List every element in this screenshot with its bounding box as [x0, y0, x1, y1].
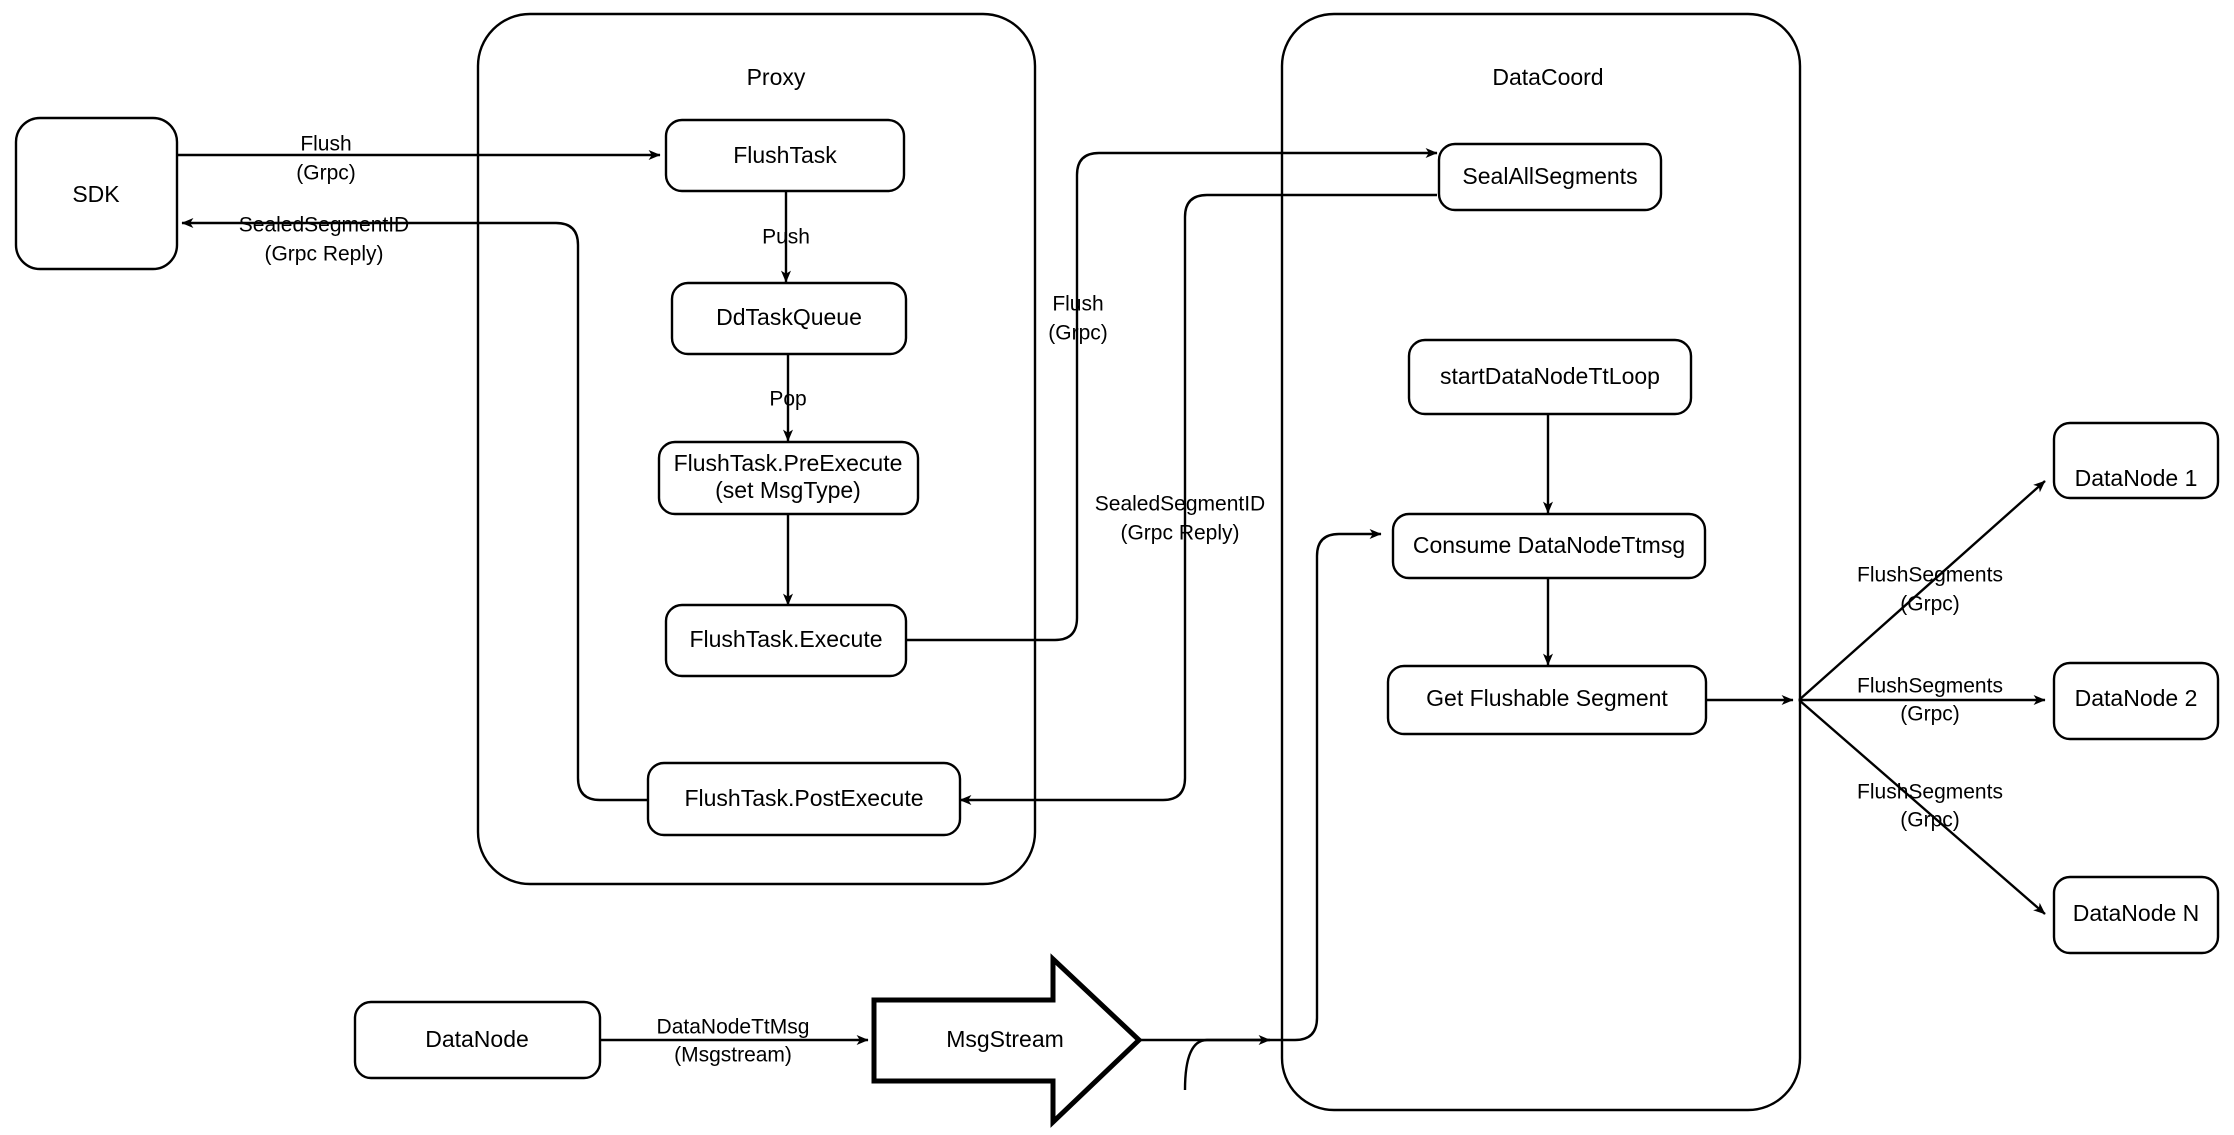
postexecute-box[interactable]	[646, 761, 962, 837]
sealallsegments-box[interactable]	[1437, 142, 1663, 212]
edge-label-flushsegments-n-line1: FlushSegments	[1857, 781, 2003, 804]
edge-label-proxy-reply-line1: SealedSegmentID	[1095, 493, 1265, 516]
flushtask-label: FlushTask	[733, 142, 837, 168]
sealallsegments-label: SealAllSegments	[1462, 163, 1637, 189]
startdatanodettloop-label: startDataNodeTtLoop	[1440, 363, 1660, 389]
node-dd-task-queue[interactable]: DdTaskQueue	[670, 281, 908, 356]
datanoden-box[interactable]	[2052, 875, 2220, 955]
edge-sealallsegments-to-postexecute	[959, 193, 1437, 805]
datacoord-group-label: DataCoord	[1492, 64, 1603, 90]
preexecute-box[interactable]	[657, 440, 920, 516]
startdatanodettloop-box[interactable]	[1407, 338, 1693, 416]
preexecute-label-line1: FlushTask.PreExecute	[674, 450, 903, 476]
node-get-flushable-segment[interactable]: Get Flushable Segment	[1386, 664, 1708, 736]
node-post-execute[interactable]: FlushTask.PostExecute	[646, 761, 962, 837]
datanode1-label: DataNode 1	[2075, 465, 2198, 491]
sdk-box[interactable]	[14, 116, 179, 271]
consumedatanodettmsg-label: Consume DataNodeTtmsg	[1413, 532, 1685, 558]
edge-label-sdk-reply-line1: SealedSegmentID	[239, 214, 409, 237]
edge-label-flushsegments-1-line1: FlushSegments	[1857, 564, 2003, 587]
node-seal-all-segments[interactable]: SealAllSegments	[1437, 142, 1663, 212]
getflushablesegment-box[interactable]	[1386, 664, 1708, 736]
datanode1-box[interactable]	[2052, 421, 2220, 500]
edge-label-proxy-flush-line2: (Grpc)	[1048, 322, 1108, 345]
edge-label-proxy-reply-line2: (Grpc Reply)	[1120, 522, 1239, 545]
consumedatanodettmsg-box[interactable]	[1391, 512, 1707, 580]
sdk-label: SDK	[72, 181, 120, 207]
edge-label-pop: Pop	[769, 388, 806, 411]
preexecute-label-line2: (set MsgType)	[715, 477, 861, 503]
postexecute-label: FlushTask.PostExecute	[684, 785, 923, 811]
msgstream-label: MsgStream	[946, 1026, 1064, 1052]
datanode2-box[interactable]	[2052, 661, 2220, 741]
edge-label-proxy-flush-line1: Flush	[1052, 293, 1103, 316]
node-datanode-1[interactable]: DataNode 1	[2052, 421, 2220, 500]
datanode-source-label: DataNode	[425, 1026, 529, 1052]
edge-label-sdk-flush-line1: Flush	[300, 133, 351, 156]
edge-label-flushsegments-1-line2: (Grpc)	[1900, 593, 1960, 616]
edge-junction-to-datanode1	[1798, 480, 2046, 701]
edge-execute-to-sealallsegments	[906, 148, 1438, 642]
node-start-datanode-tt-loop[interactable]: startDataNodeTtLoop	[1407, 338, 1693, 416]
node-msgstream[interactable]: MsgStream	[871, 953, 1143, 1128]
node-flush-task[interactable]: FlushTask	[664, 118, 906, 193]
datanode2-label: DataNode 2	[2075, 685, 2198, 711]
edge-junction-to-datanoden	[1798, 699, 2046, 915]
execute-box[interactable]	[664, 603, 908, 678]
execute-label: FlushTask.Execute	[689, 626, 882, 652]
edge-label-push: Push	[762, 226, 810, 249]
node-execute[interactable]: FlushTask.Execute	[664, 603, 908, 678]
edge-label-flushsegments-2-line1: FlushSegments	[1857, 675, 2003, 698]
edge-label-flushsegments-2-line2: (Grpc)	[1900, 703, 1960, 726]
datanode-source-box[interactable]	[353, 1000, 602, 1080]
node-datanode-2[interactable]: DataNode 2	[2052, 661, 2220, 741]
node-datanode-n[interactable]: DataNode N	[2052, 875, 2220, 955]
edge-datacoord-ttmsg-to-consume	[1183, 529, 1382, 1091]
edge-label-ttmsg-line1: DataNodeTtMsg	[657, 1016, 810, 1039]
proxy-group-label: Proxy	[747, 64, 806, 90]
msgstream-arrow-shape[interactable]	[871, 953, 1143, 1128]
ddtaskqueue-label: DdTaskQueue	[716, 304, 862, 330]
getflushablesegment-label: Get Flushable Segment	[1426, 685, 1668, 711]
edge-label-sdk-reply-line2: (Grpc Reply)	[264, 243, 383, 266]
edge-label-ttmsg-line2: (Msgstream)	[674, 1044, 792, 1067]
edge-label-sdk-flush-line2: (Grpc)	[296, 162, 356, 185]
node-sdk[interactable]: SDK	[14, 116, 179, 271]
edge-label-flushsegments-n-line2: (Grpc)	[1900, 809, 1960, 832]
ddtaskqueue-box[interactable]	[670, 281, 908, 356]
node-datanode-source[interactable]: DataNode	[353, 1000, 602, 1080]
datanoden-label: DataNode N	[2073, 900, 2200, 926]
node-pre-execute[interactable]: FlushTask.PreExecute (set MsgType)	[657, 440, 920, 516]
flushtask-box[interactable]	[664, 118, 906, 193]
node-consume-datanode-ttmsg[interactable]: Consume DataNodeTtmsg	[1391, 512, 1707, 580]
edge-postexecute-to-sdk	[181, 218, 648, 802]
